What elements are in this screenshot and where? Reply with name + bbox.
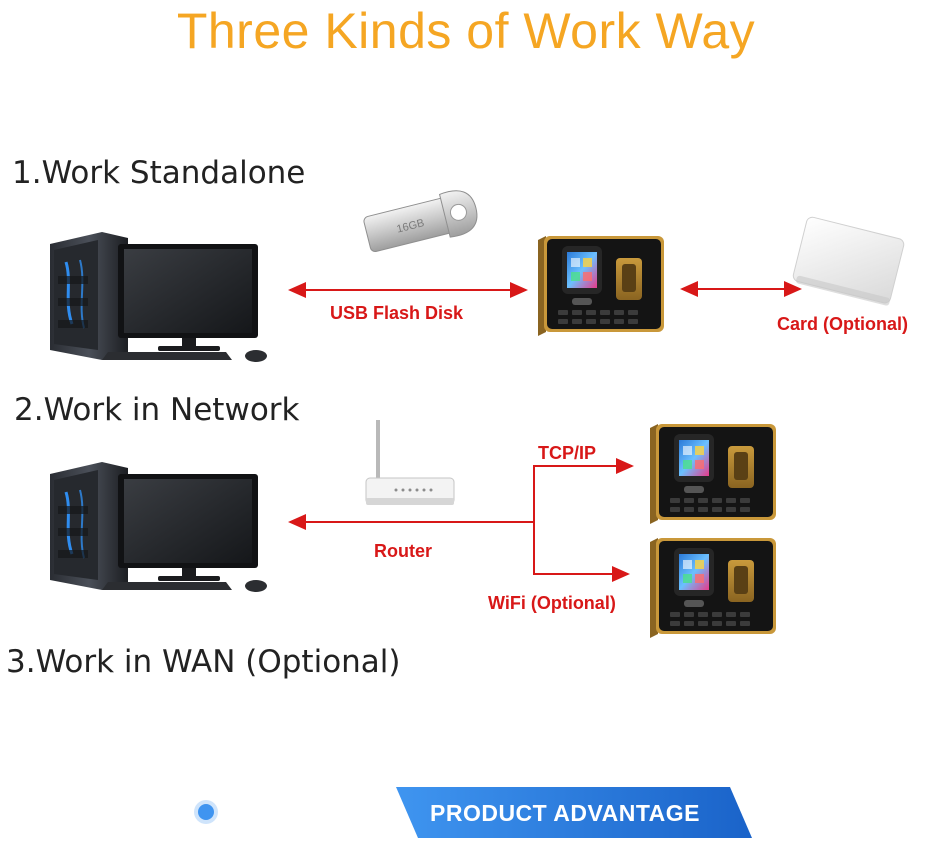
attendance-terminal-icon — [650, 538, 776, 638]
attendance-terminal-icon — [538, 236, 664, 336]
usb-flash-disk-label: USB Flash Disk — [330, 303, 464, 323]
wifi-branch-arrow — [533, 522, 630, 582]
desktop-computer-icon — [48, 230, 269, 364]
wifi-router-icon — [365, 420, 455, 505]
page-title: Three Kinds of Work Way — [176, 3, 756, 59]
product-advantage-text: PRODUCT ADVANTAGE — [430, 800, 701, 826]
section-wan: 3.Work in WAN (Optional) — [6, 644, 401, 680]
usb-flash-drive-icon: 16GB — [363, 190, 478, 253]
section-standalone: 1.Work Standalone — [12, 155, 306, 191]
tcpip-label: TCP/IP — [538, 443, 597, 463]
rfid-card-icon — [792, 216, 905, 306]
tcpip-branch-arrow — [533, 458, 634, 572]
card-optional-label: Card (Optional) — [777, 314, 908, 334]
wifi-optional-label: WiFi (Optional) — [488, 593, 616, 613]
attendance-terminal-icon — [650, 424, 776, 524]
desktop-computer-icon — [48, 460, 269, 594]
section-network: 2.Work in Network — [14, 392, 300, 428]
router-label: Router — [374, 541, 432, 561]
product-advantage-banner — [194, 787, 752, 838]
